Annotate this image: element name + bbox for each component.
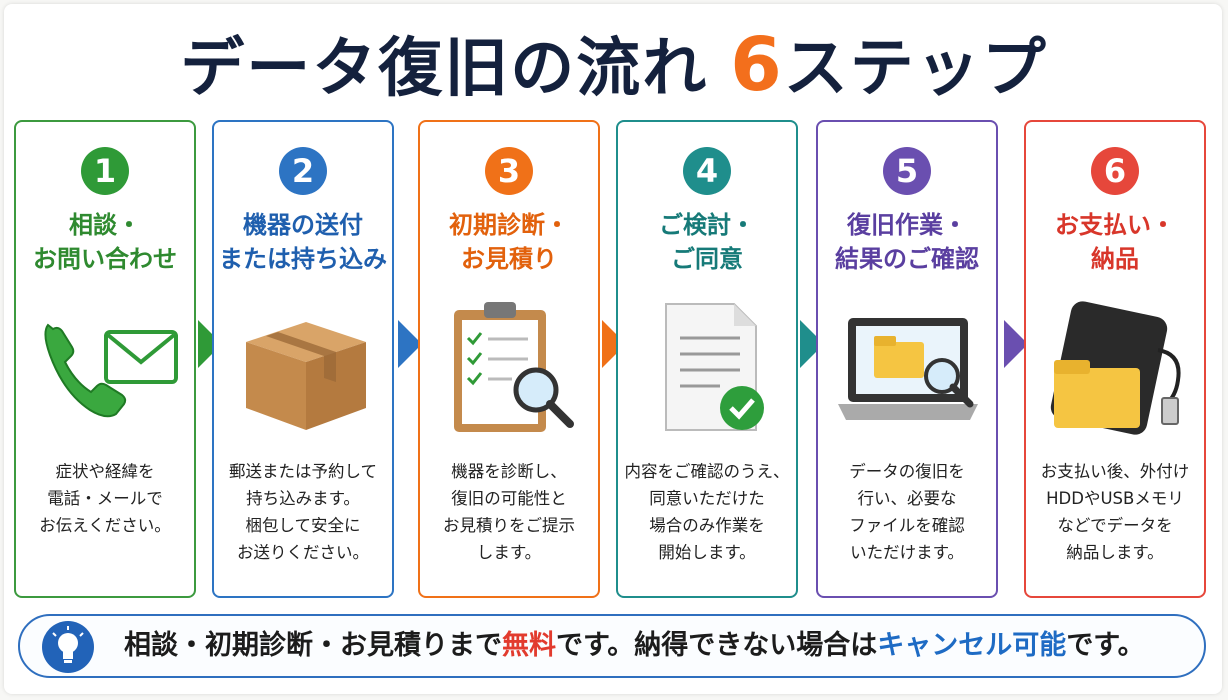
info-message: 相談・初期診断・お見積りまで無料です。納得できない場合はキャンセル可能です。 <box>124 630 1145 661</box>
step-number-badge: 4 <box>683 147 731 195</box>
step-number-badge: 5 <box>883 147 931 195</box>
step-card-4: 4 ご検討・ご同意 内容をご確認のうえ、同意いただけた場合のみ作業を開始します。 <box>616 120 798 598</box>
step-number-badge: 6 <box>1091 147 1139 195</box>
step-card-2: 2 機器の送付または持ち込み 郵送または予約して持ち込みます。梱包して安全にお送… <box>212 120 394 598</box>
title-number: 6 <box>730 22 784 108</box>
step-card-3: 3 初期診断・お見積り 機器を診断し、復旧の可能性とお見積りをご提示します。 <box>418 120 600 598</box>
step-heading: 復旧作業・結果のご確認 <box>835 211 979 273</box>
step-card-5: 5 復旧作業・結果のご確認 データの復旧を行い、必要なファイルを確認いただけます… <box>816 120 998 598</box>
phone-mail-icon <box>44 323 178 418</box>
cancel-highlight: キャンセル可能 <box>877 630 1067 661</box>
title-suffix: ステップ <box>783 32 1048 106</box>
hdd-folder-icon <box>1050 301 1181 435</box>
free-highlight: 無料 <box>502 630 556 661</box>
step-description: 症状や経緯を電話・メールでお伝えください。 <box>39 462 171 535</box>
step-description: 郵送または予約して持ち込みます。梱包して安全にお送りください。 <box>228 462 377 562</box>
step-description: データの復旧を行い、必要なファイルを確認いただけます。 <box>849 462 965 562</box>
step-number-badge: 3 <box>485 147 533 195</box>
step-heading: 機器の送付または持ち込み <box>219 211 387 273</box>
laptop-folder-icon <box>838 318 978 420</box>
document-check-icon <box>665 303 764 431</box>
info-bar: 相談・初期診断・お見積りまで無料です。納得できない場合はキャンセル可能です。 <box>18 614 1206 678</box>
step-description: 内容をご確認のうえ、同意いただけた場合のみ作業を開始します。 <box>624 462 790 562</box>
lightbulb-icon <box>42 621 94 673</box>
title-main: データ復旧の流れ <box>180 32 709 106</box>
step-card-1: 1 相談・お問い合わせ 症状や経緯を電話・メールでお伝えください。 <box>14 120 196 598</box>
step-description: 機器を診断し、復旧の可能性とお見積りをご提示します。 <box>443 462 575 562</box>
step-heading: お支払い・納品 <box>1055 211 1175 273</box>
step-heading: 相談・お問い合わせ <box>33 211 177 273</box>
step-number-badge: 1 <box>81 147 129 195</box>
cardboard-box-icon <box>246 322 366 430</box>
step-number-badge: 2 <box>279 147 327 195</box>
step-heading: 初期診断・お見積り <box>449 211 569 273</box>
clipboard-magnifier-icon <box>454 302 574 432</box>
page-title: データ復旧の流れ 6ステップ <box>0 20 1228 110</box>
step-heading: ご検討・ご同意 <box>659 211 755 273</box>
